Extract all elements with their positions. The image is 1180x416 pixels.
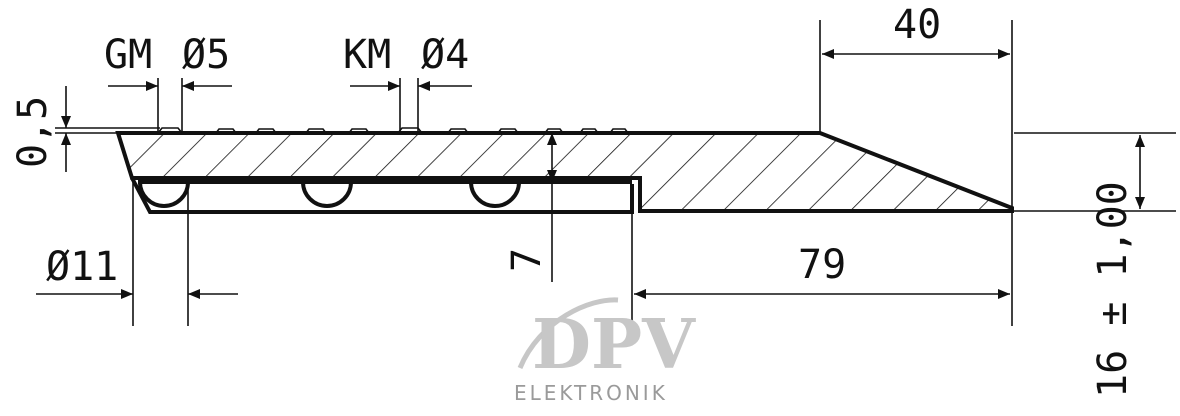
dim-core-diameter: Ø11	[36, 182, 238, 326]
groove-depth-value: 0,5	[10, 96, 56, 168]
top-length-value: 40	[893, 2, 941, 48]
gm-diameter: Ø5	[182, 32, 230, 78]
core-diameter-value: Ø11	[46, 244, 118, 290]
km-diameter: Ø4	[421, 32, 469, 78]
km-label: KM	[343, 32, 391, 78]
dim-gm: GM Ø5	[104, 32, 232, 133]
dpv-logo: DPV ELEKTRONIK	[514, 297, 696, 405]
logo-text: DPV	[532, 305, 696, 385]
dim-small-height: 7	[504, 133, 557, 282]
gm-label: GM	[104, 32, 152, 78]
small-height-value: 7	[504, 248, 550, 272]
dim-bottom-length: 79	[631, 212, 1013, 326]
height-tolerance-value: 16 ± 1,00	[1090, 181, 1136, 398]
dim-height-tolerance: 16 ± 1,00	[1014, 132, 1176, 398]
bottom-length-value: 79	[798, 242, 846, 288]
dim-groove-depth: 0,5	[10, 86, 160, 172]
logo-subtitle: ELEKTRONIK	[514, 381, 668, 405]
dim-km: KM Ø4	[343, 32, 472, 133]
profile-section	[115, 127, 1014, 214]
dim-top-length: 40	[819, 2, 1013, 210]
